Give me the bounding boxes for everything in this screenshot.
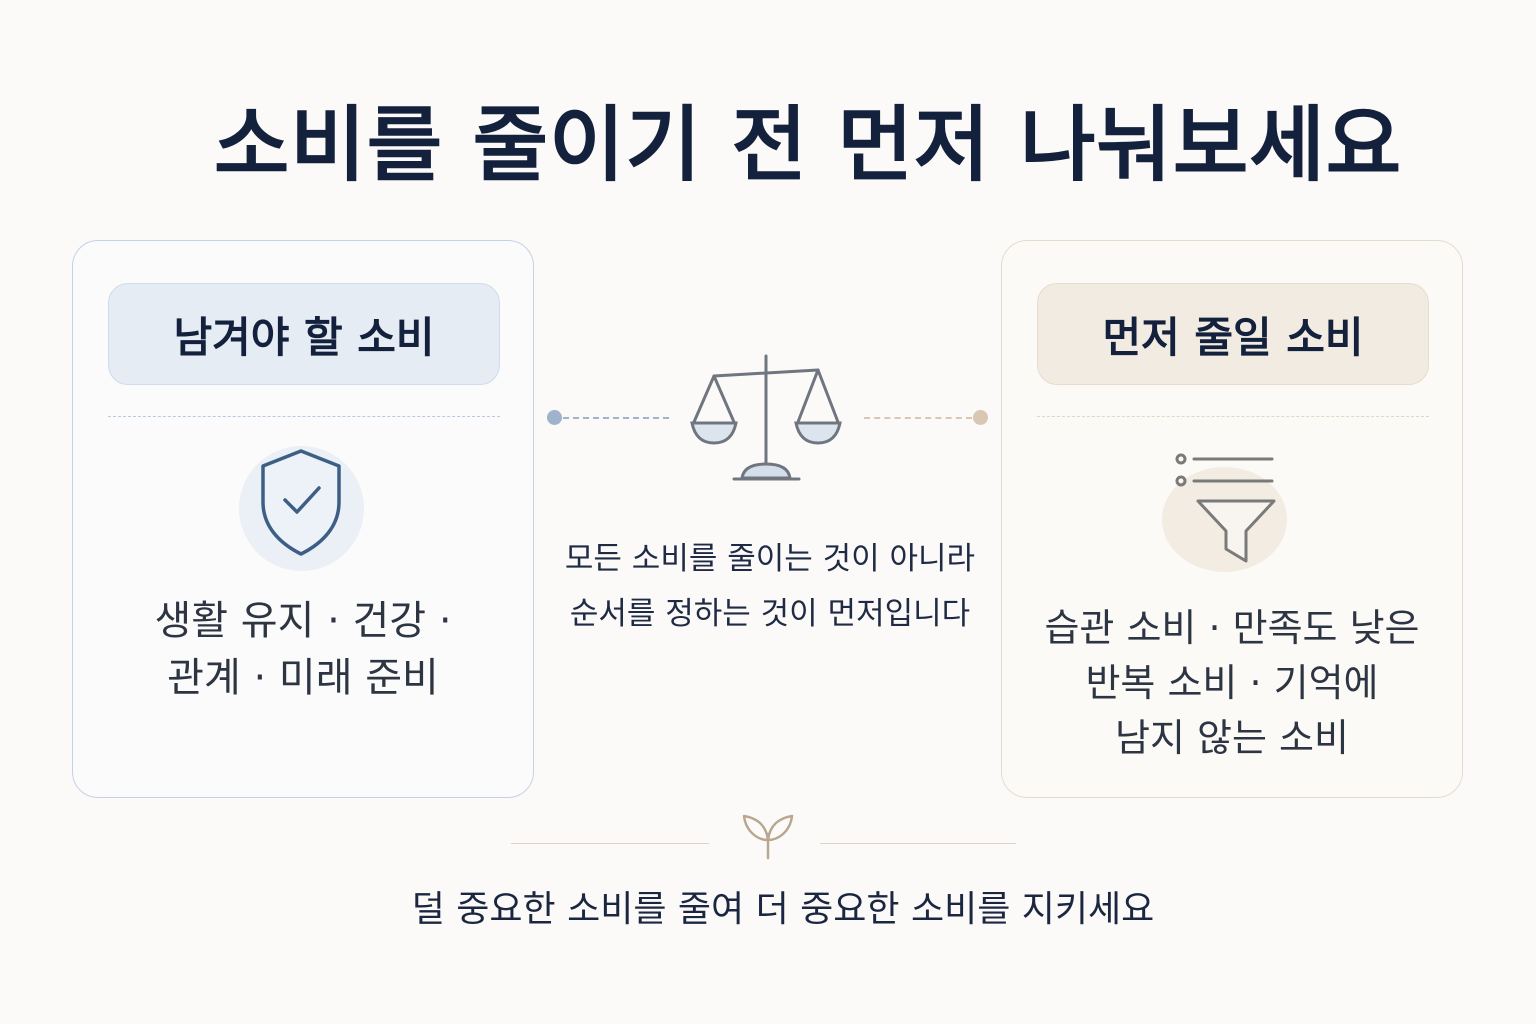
reduce-spending-card: 먼저 줄일 소비 습관 소비 · 만족도 낮은 반복 소비 · 기억에 남지 않… <box>1001 240 1463 798</box>
keep-spending-description: 생활 유지 · 건강 · 관계 · 미래 준비 <box>73 593 533 707</box>
keep-spending-card: 남겨야 할 소비 생활 유지 · 건강 · 관계 · 미래 준비 <box>72 240 534 798</box>
reduce-spending-line: 습관 소비 · 만족도 낮은 <box>1044 606 1420 650</box>
right-connector <box>864 410 990 426</box>
reduce-spending-line: 남지 않는 소비 <box>1115 716 1349 761</box>
left-connector <box>547 410 672 426</box>
keep-spending-line: 생활 유지 · 건강 · <box>154 598 452 644</box>
reduce-spending-header: 먼저 줄일 소비 <box>1037 283 1429 385</box>
shield-check-icon <box>239 446 364 571</box>
keep-spending-line: 관계 · 미래 준비 <box>167 654 439 701</box>
center-message: 모든 소비를 줄이는 것이 아니라 순서를 정하는 것이 먼저입니다 <box>540 532 1000 642</box>
reduce-spending-line: 반복 소비 · 기억에 <box>1085 661 1379 706</box>
center-message-line: 모든 소비를 줄이는 것이 아니라 <box>564 541 976 577</box>
card-divider <box>108 416 500 417</box>
footer-divider-left <box>511 843 709 844</box>
keep-spending-header: 남겨야 할 소비 <box>108 283 500 385</box>
card-divider <box>1037 416 1429 417</box>
page-title: 소비를 줄이기 전 먼저 나눠보세요 <box>213 98 1403 193</box>
footer-message: 덜 중요한 소비를 줄여 더 중요한 소비를 지키세요 <box>411 889 1155 930</box>
sprout-icon <box>740 810 796 862</box>
filter-list-icon <box>1162 449 1292 574</box>
center-message-line: 순서를 정하는 것이 먼저입니다 <box>569 596 971 633</box>
reduce-spending-description: 습관 소비 · 만족도 낮은 반복 소비 · 기억에 남지 않는 소비 <box>1002 601 1462 766</box>
footer-divider-right <box>820 843 1016 844</box>
balance-scale-icon <box>684 350 849 485</box>
